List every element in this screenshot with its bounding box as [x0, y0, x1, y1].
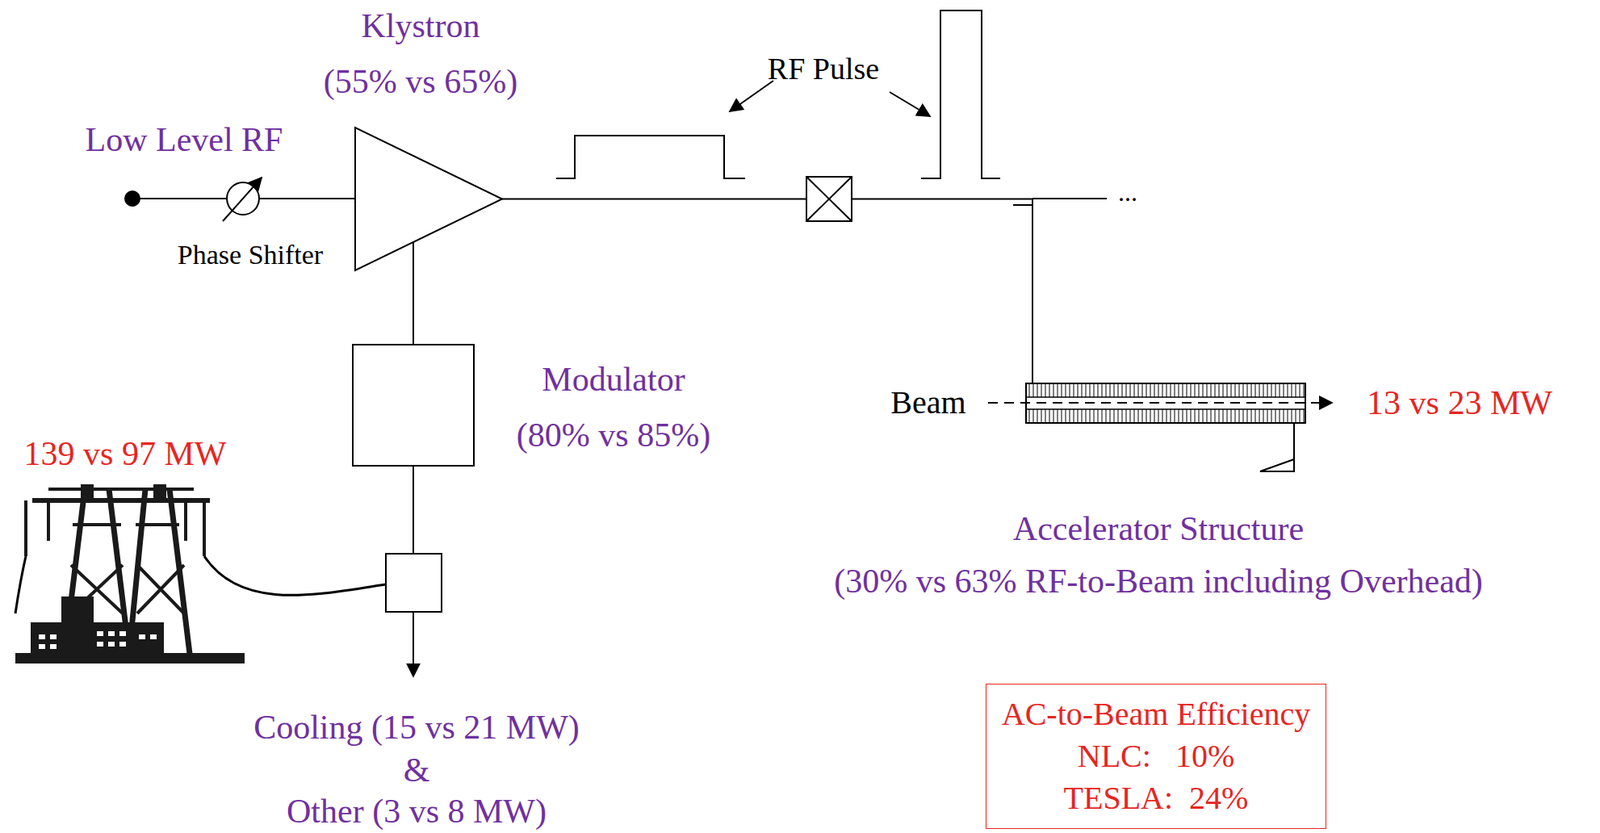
- signal-label: RF Pulse: [767, 51, 880, 88]
- rf-wire: [1032, 197, 1107, 200]
- connector: [502, 199, 1033, 384]
- power-value: 139 vs 97 MW: [24, 434, 227, 474]
- klystron-amplifier: Klystron(55% vs 65%): [355, 127, 503, 271]
- rf-wire: [132, 197, 227, 200]
- beam-line: [988, 402, 1332, 404]
- node-detail: (30% vs 63% RF-to-Beam including Overhea…: [833, 561, 1483, 601]
- cooling-arrow: [412, 611, 415, 677]
- node-detail: TESLA: 24%: [1063, 777, 1249, 820]
- node-detail: NLC: 10%: [1077, 735, 1235, 778]
- node-heading: Modulator: [541, 360, 685, 399]
- rf-load: [1260, 423, 1295, 472]
- long-pulse: [556, 135, 746, 179]
- circulator-symbol: [806, 176, 852, 222]
- accelerator-structure: Accelerator Structure(30% vs 63% RF-to-B…: [1025, 382, 1307, 424]
- node-detail: (80% vs 85%): [516, 415, 711, 455]
- grid-wire: [204, 556, 386, 595]
- circulator-symbol: [806, 176, 852, 222]
- phase-shifter-arrow: [222, 177, 262, 222]
- rf-wire: [259, 197, 356, 200]
- node-heading: AC-to-Beam Efficiency: [1001, 693, 1311, 736]
- loss-label: &: [403, 750, 431, 790]
- accelerator-cells: [1025, 382, 1307, 424]
- power-wire: [412, 466, 415, 554]
- node-heading: Accelerator Structure: [1013, 509, 1304, 549]
- power-value: 13 vs 23 MW: [1366, 383, 1553, 423]
- switch-box: [385, 553, 442, 612]
- grid-wire: [15, 556, 26, 614]
- node-heading: Klystron: [361, 6, 481, 46]
- loss-label: Other (3 vs 8 MW): [286, 791, 547, 831]
- continuation-mark: ...: [1118, 177, 1138, 208]
- short-pulse: [921, 10, 1001, 179]
- power-plant-illustration: [15, 484, 245, 664]
- modulator-box: Modulator(80% vs 85%): [351, 343, 475, 467]
- coupler-flange: [1013, 204, 1033, 206]
- leader-arrow: [729, 80, 774, 112]
- node-detail: (55% vs 65%): [323, 62, 518, 101]
- signal-label: Beam: [890, 384, 966, 422]
- part-label: Phase Shifter: [177, 238, 323, 271]
- efficiency-box: AC-to-Beam EfficiencyNLC: 10%TESLA: 24%: [985, 683, 1327, 830]
- input-label: Low Level RF: [85, 120, 284, 160]
- leader-arrow: [889, 92, 930, 117]
- klystron-triangle: [355, 127, 503, 271]
- loss-label: Cooling (15 vs 21 MW): [253, 707, 580, 747]
- connector: [413, 242, 415, 344]
